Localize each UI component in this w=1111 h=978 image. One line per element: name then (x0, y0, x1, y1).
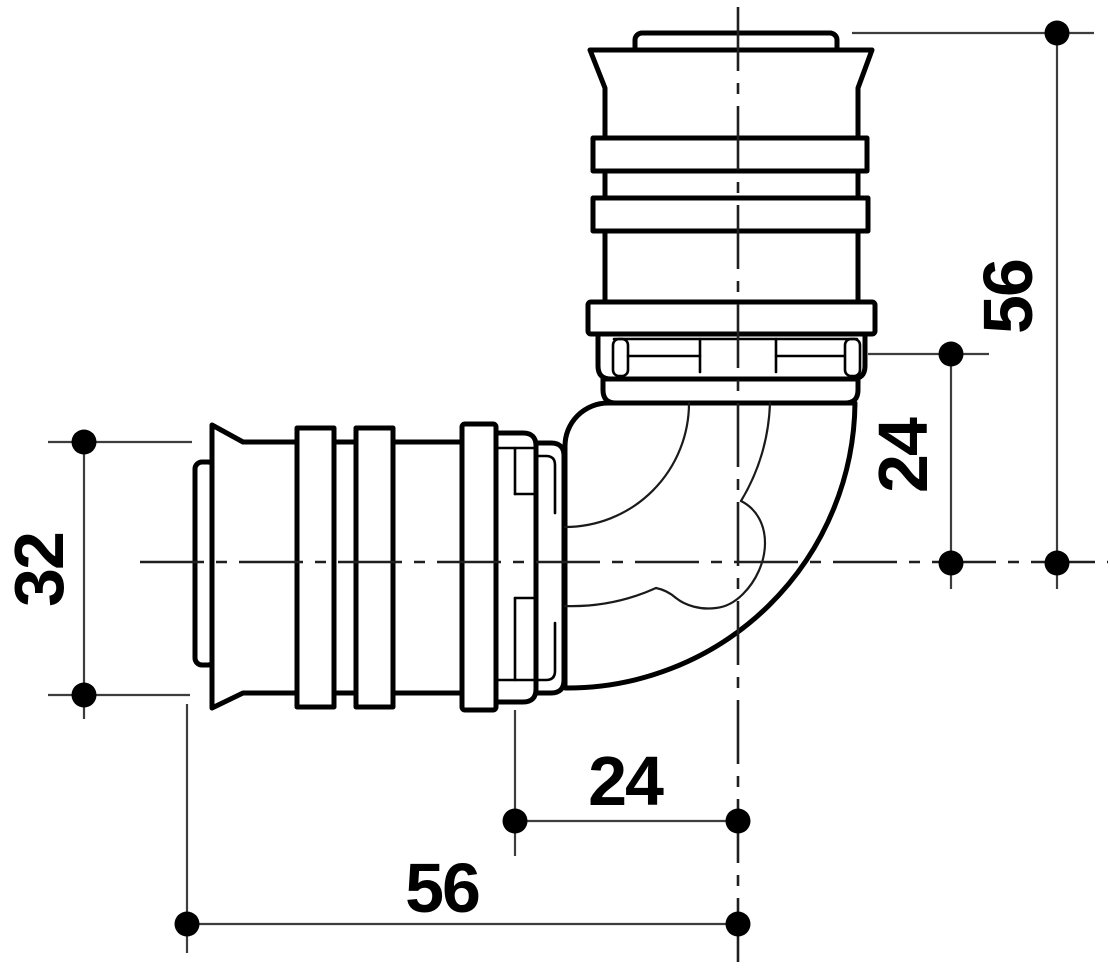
dimension-dot (174, 911, 200, 937)
dimension-label-32: 32 (0, 533, 78, 607)
press-ring-band-1 (590, 135, 870, 174)
dimension-dot (502, 808, 528, 834)
dimension-label-24-bottom: 24 (588, 742, 664, 820)
bore-arc-outer-upper (739, 401, 772, 503)
pipe-stop-contour (654, 499, 767, 610)
bore-arc-inner (563, 401, 691, 529)
end-ring-vertical (600, 376, 861, 406)
dimension-dot (71, 429, 97, 455)
dimension-dot (938, 341, 964, 367)
dimension-56-bottom: 56 (174, 704, 751, 953)
dimension-dot (1044, 20, 1070, 46)
dimension-label-24-right: 24 (864, 417, 942, 493)
elbow-body (562, 400, 858, 691)
press-ring-band-3 (294, 425, 337, 710)
dimension-32-left: 32 (0, 429, 192, 719)
inspection-window-vertical (611, 337, 862, 378)
dimension-label-56-right: 56 (969, 260, 1047, 334)
sleeve-body-horizontal (209, 422, 468, 711)
dimension-dot (725, 808, 751, 834)
sleeve-body-vertical (587, 47, 875, 306)
dimension-dot (71, 682, 97, 708)
dimension-dot (725, 911, 751, 937)
bore-arc-outer-lower (563, 586, 658, 608)
press-ring-band-4 (353, 425, 396, 710)
end-ring-horizontal (533, 440, 567, 696)
collar-horizontal (459, 421, 499, 713)
press-ring-band-2 (590, 195, 871, 234)
collar-vertical (585, 299, 878, 337)
bore-contour-lines (563, 401, 772, 610)
dimension-dot (938, 550, 964, 576)
horizontal-press-connection (192, 421, 567, 713)
vertical-press-connection (585, 30, 878, 406)
dimension-label-56-bottom: 56 (405, 849, 479, 927)
inspection-window-horizontal (495, 446, 557, 682)
dimension-24-right: 24 (864, 341, 989, 589)
dimension-dot (1044, 550, 1070, 576)
dimension-56-right: 56 (852, 20, 1094, 589)
dimension-24-bottom: 24 (502, 710, 751, 856)
elbow-outline (562, 400, 858, 691)
